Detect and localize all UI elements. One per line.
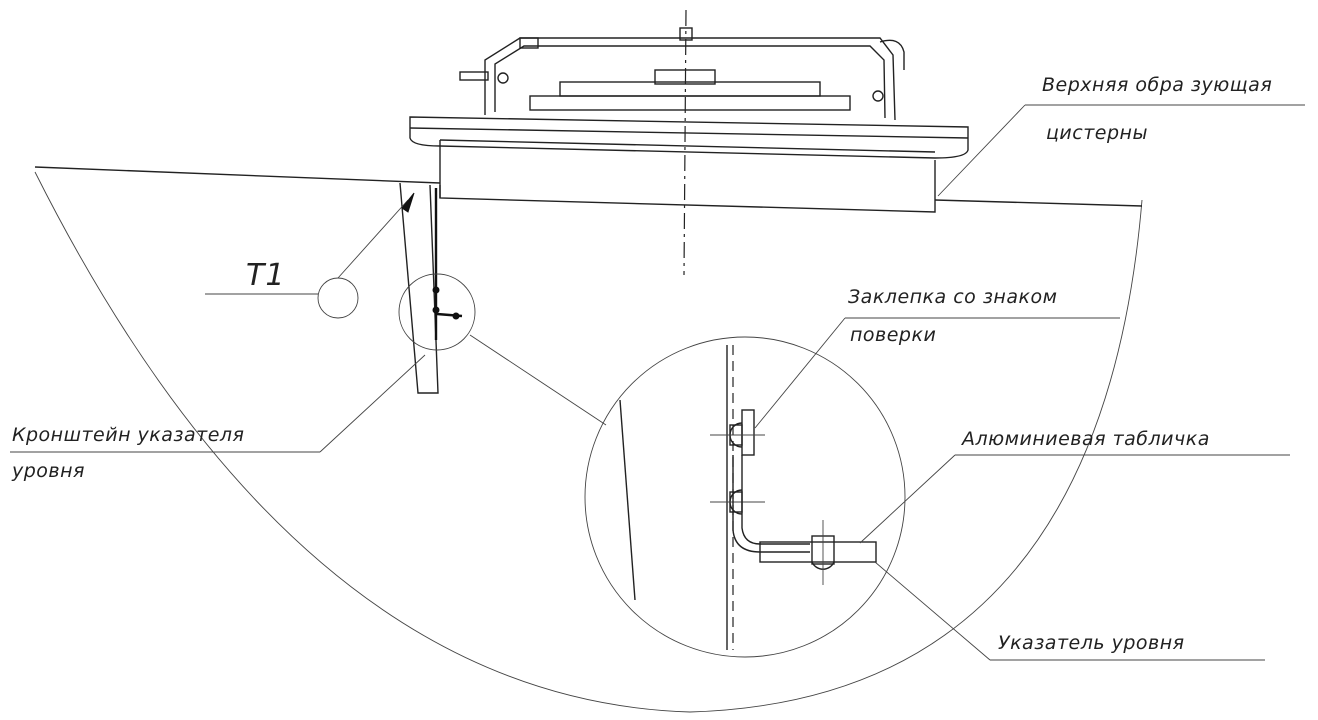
detail-connector: [469, 334, 607, 426]
label-t1: T1: [246, 258, 286, 293]
label-rivet-1: Заклепка со знаком: [848, 286, 1058, 308]
label-aluminum-plate: Алюминиевая табличка: [962, 428, 1210, 450]
label-bracket-1: Кронштейн указателя: [12, 424, 245, 446]
section-arc-outer: [34, 171, 1143, 713]
indicator-leader: [874, 561, 991, 661]
label-level-indicator: Указатель уровня: [998, 632, 1185, 654]
tank-top-line-left: [34, 166, 441, 184]
top-generatrix-leader: [937, 104, 1026, 197]
label-rivet-2: поверки: [850, 324, 937, 346]
label-top-generatrix-1: Верхняя обра зующая: [1042, 74, 1273, 96]
detail-circle-small: [398, 273, 476, 351]
bracket: [399, 182, 463, 394]
t1-arrow-head: [401, 192, 415, 213]
plate-leader: [859, 454, 956, 544]
t1-arrow-line: [337, 199, 409, 279]
rivet-leader: [754, 317, 846, 429]
label-top-generatrix-2: цистерны: [1046, 122, 1148, 144]
t1-marker-circle: [317, 277, 359, 319]
centerline: [683, 9, 687, 276]
detail-circle-large: [584, 336, 906, 658]
tank-top-line-right: [934, 199, 1143, 207]
hatch-assembly: [409, 27, 969, 213]
detail-contents: [619, 345, 877, 650]
label-bracket-2: уровня: [12, 460, 85, 482]
